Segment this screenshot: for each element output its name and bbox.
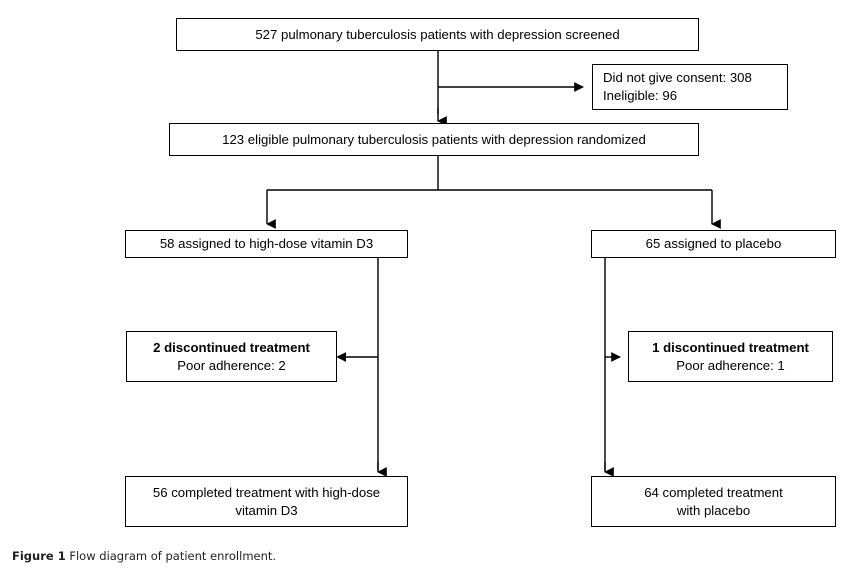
node-completed-vitamin-d3-line-1: 56 completed treatment with high-dose	[152, 484, 381, 500]
node-allocated-vitamin-d3: 58 assigned to high-dose vitamin D3	[125, 230, 408, 258]
figure-caption-text: Flow diagram of patient enrollment.	[69, 549, 277, 563]
node-discontinued-vitamin-d3-line-2: Poor adherence: 2	[177, 357, 286, 373]
node-excluded: Did not give consent: 308 Ineligible: 96	[592, 64, 788, 110]
node-completed-placebo-line-1: 64 completed treatment	[644, 484, 783, 500]
node-discontinued-vitamin-d3-line-1: 2 discontinued treatment	[153, 339, 310, 355]
node-excluded-line-2: Ineligible: 96	[603, 88, 678, 103]
node-completed-vitamin-d3-line-2: vitamin D3	[235, 502, 298, 518]
node-completed-vitamin-d3: 56 completed treatment with high-dose vi…	[125, 476, 408, 527]
node-discontinued-vitamin-d3: 2 discontinued treatment Poor adherence:…	[126, 331, 337, 382]
figure-caption: Figure 1 Flow diagram of patient enrollm…	[12, 549, 276, 563]
node-allocated-placebo: 65 assigned to placebo	[591, 230, 836, 258]
node-discontinued-placebo-line-1: 1 discontinued treatment	[652, 339, 809, 355]
node-screened: 527 pulmonary tuberculosis patients with…	[176, 18, 699, 51]
node-completed-placebo: 64 completed treatment with placebo	[591, 476, 836, 527]
figure-caption-label: Figure 1	[12, 549, 66, 563]
node-discontinued-placebo: 1 discontinued treatment Poor adherence:…	[628, 331, 833, 382]
node-completed-placebo-line-2: with placebo	[676, 502, 751, 518]
node-screened-line-1: 527 pulmonary tuberculosis patients with…	[255, 26, 620, 42]
node-allocated-vitamin-d3-line-1: 58 assigned to high-dose vitamin D3	[159, 236, 374, 252]
node-excluded-line-1: Did not give consent: 308	[603, 70, 752, 86]
node-randomized: 123 eligible pulmonary tuberculosis pati…	[169, 123, 699, 156]
node-discontinued-placebo-line-2: Poor adherence: 1	[676, 357, 785, 373]
node-randomized-line-1: 123 eligible pulmonary tuberculosis pati…	[222, 131, 646, 147]
node-allocated-placebo-line-1: 65 assigned to placebo	[645, 236, 782, 252]
